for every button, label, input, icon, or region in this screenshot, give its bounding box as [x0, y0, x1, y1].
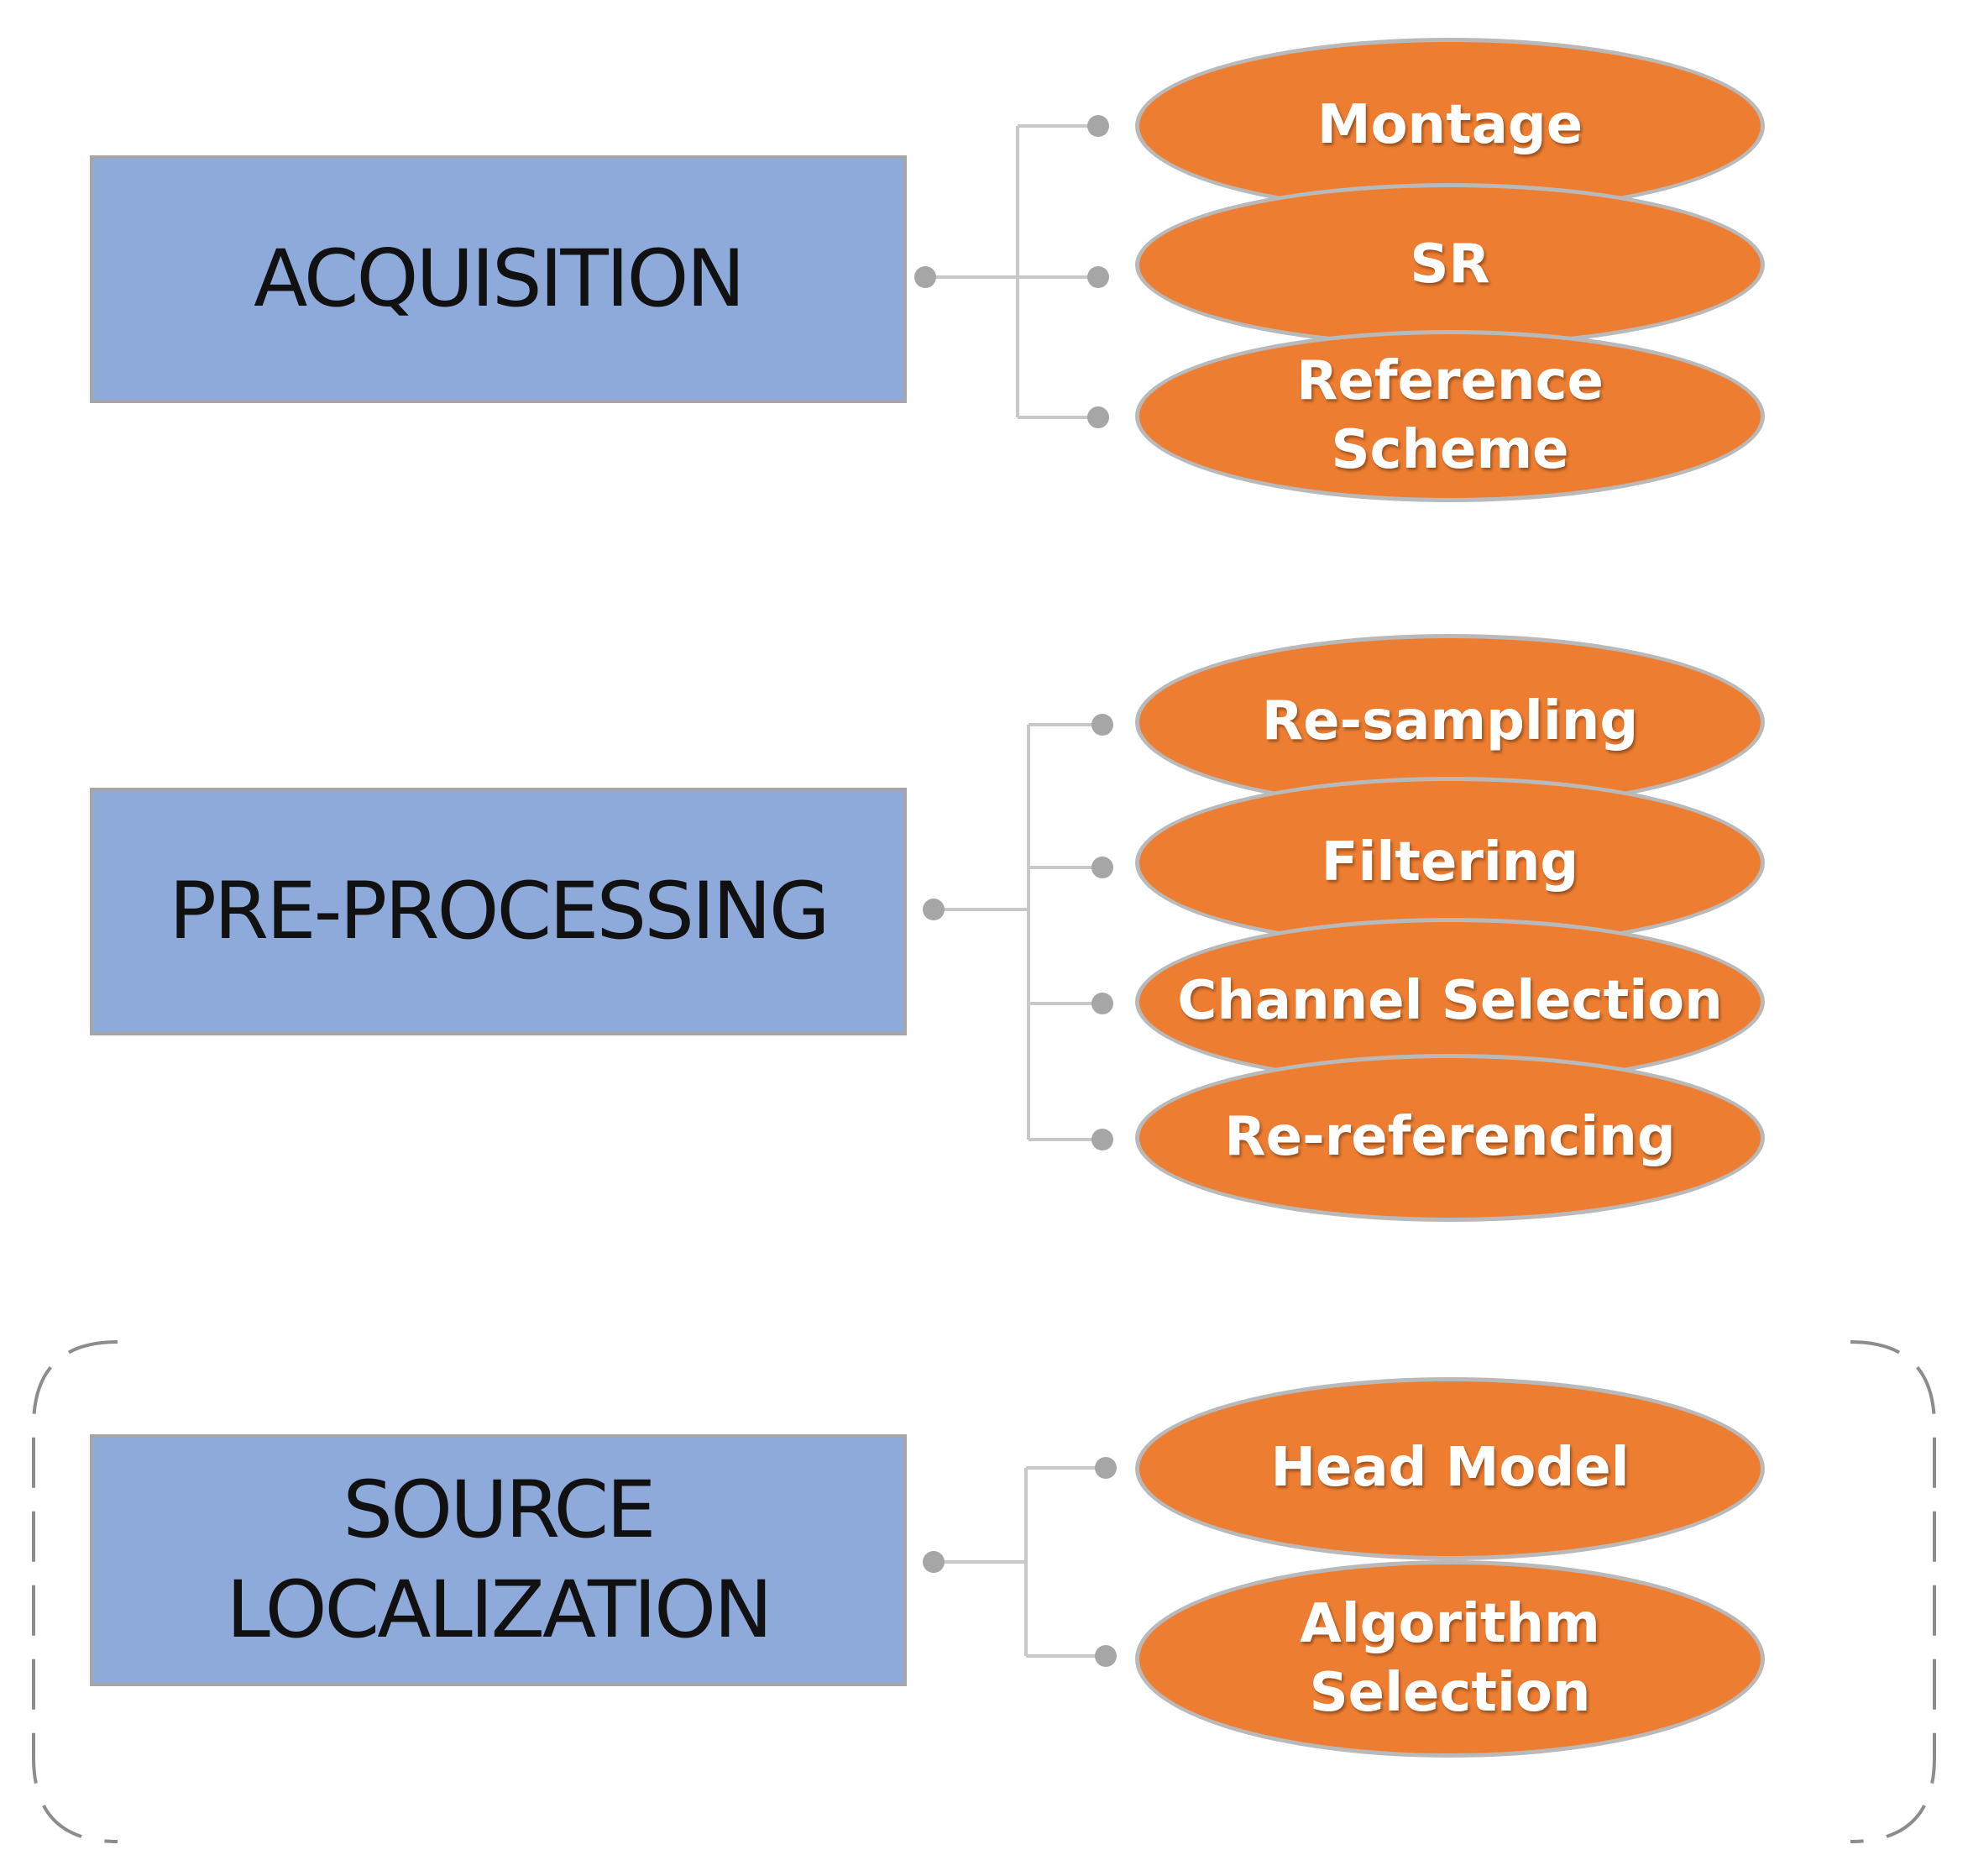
step-head-model: Head Model — [1135, 1377, 1765, 1560]
dashed-bracket — [32, 1340, 1936, 1843]
step-re-sampling: Re-sampling — [1135, 634, 1765, 810]
step-label: Montage — [1316, 94, 1583, 157]
stage-label: SOURCE LOCALIZATION — [226, 1464, 773, 1656]
step-sr: SR — [1135, 183, 1765, 347]
stage-box-source-localization: SOURCE LOCALIZATION — [90, 1434, 907, 1686]
preprocessing-connector-dots — [923, 714, 1113, 1150]
step-algorithm-selection: Algorithm Selection — [1135, 1560, 1765, 1758]
acquisition-connector-dots — [914, 115, 1109, 428]
step-reference-scheme: Reference Scheme — [1135, 330, 1765, 502]
step-label: Algorithm Selection — [1300, 1593, 1600, 1724]
step-label: Channel Selection — [1177, 970, 1723, 1033]
step-label: Filtering — [1321, 831, 1579, 893]
source-localization-connector — [934, 1466, 1106, 1658]
preprocessing-connector — [934, 723, 1102, 1141]
source-localization-connector-dots — [923, 1457, 1117, 1667]
stage-label: PRE-PROCESSING — [169, 865, 830, 957]
acquisition-connector — [925, 124, 1098, 419]
step-label: Re-referencing — [1224, 1106, 1676, 1169]
step-label: Re-sampling — [1261, 690, 1639, 753]
stage-box-preprocessing: PRE-PROCESSING — [90, 788, 907, 1035]
step-re-referencing: Re-referencing — [1135, 1054, 1765, 1222]
step-label: Head Model — [1270, 1437, 1630, 1500]
step-label: Reference Scheme — [1296, 350, 1604, 481]
stage-box-acquisition: ACQUISITION — [90, 155, 907, 403]
stage-label: ACQUISITION — [254, 233, 746, 325]
step-label: SR — [1410, 233, 1490, 296]
